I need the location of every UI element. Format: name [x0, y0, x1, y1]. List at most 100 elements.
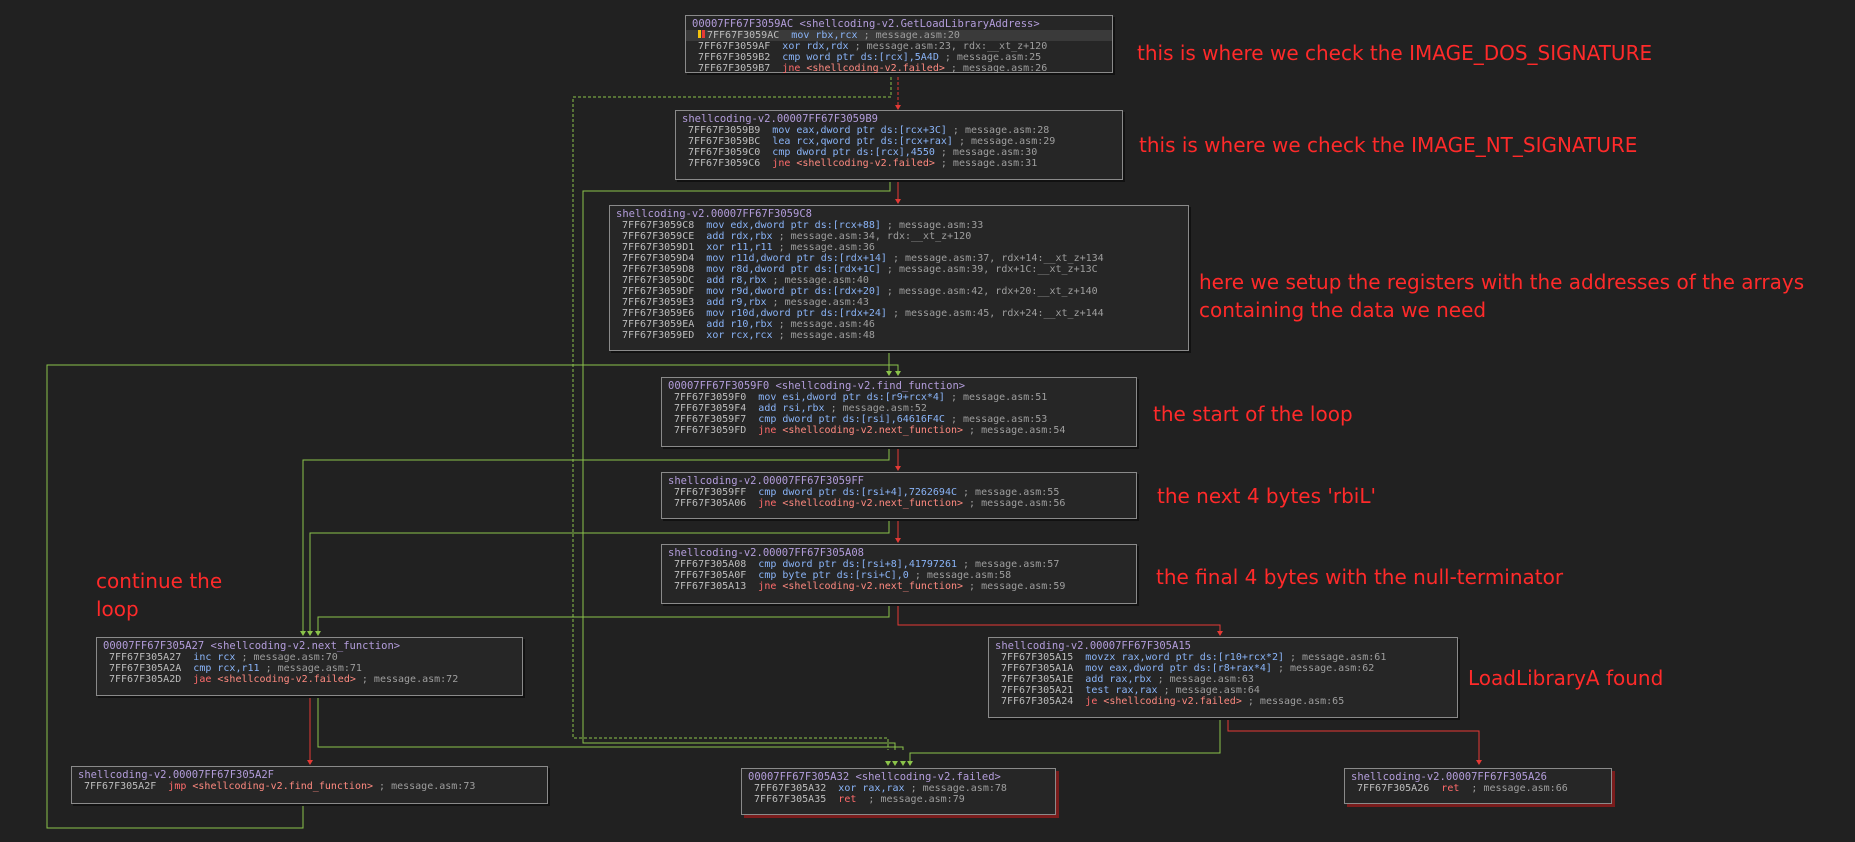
instruction-row[interactable]: 7FF67F305A35 ret ; message.asm:79	[754, 794, 965, 805]
instruction-row[interactable]: 7FF67F305A26 ret ; message.asm:66	[1357, 783, 1568, 794]
annotation-nt-signature: this is where we check the IMAGE_NT_SIGN…	[1139, 133, 1638, 157]
instruction-row[interactable]: 7FF67F305A08 cmp dword ptr ds:[rsi+8],41…	[674, 559, 1060, 570]
block-label: shellcoding-v2.00007FF67F3059B9	[682, 113, 878, 125]
instruction-row[interactable]: 7FF67F3059AF xor rdx,rdx ; message.asm:2…	[698, 41, 1048, 52]
arrow-head	[895, 105, 901, 110]
arrow-head	[300, 631, 306, 636]
instruction-row[interactable]: 7FF67F3059C0 cmp dword ptr ds:[rcx],4550…	[688, 147, 1038, 158]
edge-b5-next	[309, 518, 890, 634]
block-next-function[interactable]: 00007FF67F305A27 <shellcoding-v2.next_fu…	[96, 637, 523, 696]
edge-b6-next	[317, 603, 890, 634]
arrow-head	[885, 761, 891, 766]
arrow-head	[307, 631, 313, 636]
edge-b6-b8	[897, 603, 1221, 634]
arrow-head	[307, 760, 313, 765]
instruction-row[interactable]: 7FF67F305A21 test rax,rax ; message.asm:…	[1001, 685, 1260, 696]
block-label: shellcoding-v2.00007FF67F3059FF	[668, 475, 864, 487]
arrow-head	[315, 631, 321, 636]
block-check-next-bytes[interactable]: shellcoding-v2.00007FF67F3059FF 7FF67F30…	[661, 472, 1137, 519]
instruction-row[interactable]: 7FF67F305A06 jne <shellcoding-v2.next_fu…	[674, 498, 1066, 509]
block-label: 00007FF67F305A32 <shellcoding-v2.failed>	[748, 771, 1001, 783]
instruction-row[interactable]: 7FF67F3059BC lea rcx,qword ptr ds:[rcx+r…	[688, 136, 1056, 147]
arrow-head	[895, 538, 901, 543]
annotation-line: loop	[96, 597, 139, 621]
arrow-head	[895, 199, 901, 204]
arrow-head	[1476, 760, 1482, 765]
instruction-row[interactable]: 7FF67F305A1E add rax,rbx ; message.asm:6…	[1001, 674, 1254, 685]
instruction-row[interactable]: 7FF67F3059B9 mov eax,dword ptr ds:[rcx+3…	[688, 125, 1050, 136]
block-load-library-found[interactable]: shellcoding-v2.00007FF67F305A15 7FF67F30…	[988, 637, 1458, 718]
annotation-dos-signature: this is where we check the IMAGE_DOS_SIG…	[1137, 41, 1653, 65]
instruction-row[interactable]: 7FF67F3059FF cmp dword ptr ds:[rsi+4],72…	[674, 487, 1060, 498]
instruction-row[interactable]: 7FF67F3059E3 add r9,rbx ; message.asm:43	[622, 297, 869, 308]
instruction-row[interactable]: 7FF67F305A2F jmp <shellcoding-v2.find_fu…	[84, 781, 476, 792]
instruction-row[interactable]: 7FF67F3059F7 cmp dword ptr ds:[rsi],6461…	[674, 414, 1048, 425]
block-return-found[interactable]: shellcoding-v2.00007FF67F305A26 7FF67F30…	[1344, 768, 1612, 804]
instruction-row[interactable]: 7FF67F3059FD jne <shellcoding-v2.next_fu…	[674, 425, 1066, 436]
arrow-head	[895, 466, 901, 471]
edge-ff-next	[302, 446, 890, 634]
annotation-load-library-found: LoadLibraryA found	[1468, 666, 1664, 690]
annotation-line: continue the	[96, 569, 223, 593]
annotation-line: containing the data we need	[1199, 298, 1487, 322]
instruction-row[interactable]: 7FF67F305A0F cmp byte ptr ds:[rsi+C],0 ;…	[674, 570, 1012, 581]
instruction-row[interactable]: 7FF67F3059D1 xor r11,r11 ; message.asm:3…	[622, 242, 875, 253]
annotation-line: here we setup the registers with the add…	[1199, 270, 1805, 294]
instruction-row[interactable]: 7FF67F305A13 jne <shellcoding-v2.next_fu…	[674, 581, 1066, 592]
instruction-row[interactable]: 7FF67F3059F4 add rsi,rbx ; message.asm:5…	[674, 403, 927, 414]
block-label: shellcoding-v2.00007FF67F305A26	[1351, 771, 1547, 783]
instruction-row[interactable]: 7FF67F305A1A mov eax,dword ptr ds:[r8+ra…	[1001, 663, 1375, 674]
block-label: 00007FF67F3059F0 <shellcoding-v2.find_fu…	[668, 380, 966, 392]
instruction-row[interactable]: 7FF67F3059D8 mov r8d,dword ptr ds:[rdx+1…	[622, 264, 1098, 275]
block-find-function[interactable]: 00007FF67F3059F0 <shellcoding-v2.find_fu…	[661, 377, 1137, 447]
instruction-row[interactable]: 7FF67F3059C8 mov edx,dword ptr ds:[rcx+8…	[622, 220, 984, 231]
instruction-row[interactable]: 7FF67F3059B7 jne <shellcoding-v2.failed>…	[698, 63, 1048, 74]
arrow-head	[886, 371, 892, 376]
annotation-continue-loop: continue the loop	[96, 567, 222, 623]
instruction-row[interactable]: 7FF67F3059EA add r10,rbx ; message.asm:4…	[622, 319, 875, 330]
instruction-row[interactable]: 7FF67F3059ED xor rcx,rcx ; message.asm:4…	[622, 330, 875, 341]
edge-b8-fail	[909, 717, 1221, 764]
block-check-nt-signature[interactable]: shellcoding-v2.00007FF67F3059B9 7FF67F30…	[675, 110, 1123, 180]
arrow-head	[892, 761, 898, 766]
instruction-row[interactable]: 7FF67F3059DC add r8,rbx ; message.asm:40	[622, 275, 869, 286]
block-jump-find-function[interactable]: shellcoding-v2.00007FF67F305A2F 7FF67F30…	[71, 766, 548, 804]
block-setup-registers[interactable]: shellcoding-v2.00007FF67F3059C8 7FF67F30…	[609, 205, 1189, 351]
instruction-row[interactable]: 7FF67F3059E6 mov r10d,dword ptr ds:[rdx+…	[622, 308, 1104, 319]
instruction-row[interactable]: 7FF67F305A27 inc rcx ; message.asm:70	[109, 652, 338, 663]
edge-loop-back	[46, 364, 899, 829]
annotation-next-bytes: the next 4 bytes 'rbiL'	[1157, 484, 1376, 508]
arrow-head	[907, 761, 913, 766]
block-failed[interactable]: 00007FF67F305A32 <shellcoding-v2.failed>…	[741, 768, 1056, 815]
instruction-row[interactable]: 7FF67F3059CE add rdx,rbx ; message.asm:3…	[622, 231, 972, 242]
instruction-row[interactable]: 7FF67F3059C6 jne <shellcoding-v2.failed>…	[688, 158, 1038, 169]
instruction-row[interactable]: 7FF67F3059DF mov r9d,dword ptr ds:[rdx+2…	[622, 286, 1098, 297]
annotation-loop-start: the start of the loop	[1153, 402, 1353, 426]
instruction-row[interactable]: 7FF67F305A15 movzx rax,word ptr ds:[r10+…	[1001, 652, 1387, 663]
edge-b7-fail	[317, 695, 904, 750]
instruction-row[interactable]: 7FF67F3059B2 cmp word ptr ds:[rcx],5A4D …	[698, 52, 1042, 63]
instruction-row[interactable]: 7FF67F305A2D jae <shellcoding-v2.failed>…	[109, 674, 459, 685]
arrow-head	[1217, 631, 1223, 636]
block-label: shellcoding-v2.00007FF67F305A2F	[78, 769, 274, 781]
instruction-row[interactable]: 7FF67F305A2A cmp rcx,r11 ; message.asm:7…	[109, 663, 362, 674]
instruction-row[interactable]: 7FF67F305A24 je <shellcoding-v2.failed> …	[1001, 696, 1345, 707]
edge-b8-b11	[1227, 717, 1480, 763]
instruction-row[interactable]: 7FF67F3059AC mov rbx,rcx ; message.asm:2…	[686, 30, 1112, 41]
block-check-final-bytes[interactable]: shellcoding-v2.00007FF67F305A08 7FF67F30…	[661, 544, 1137, 604]
instruction-row[interactable]: 7FF67F3059F0 mov esi,dword ptr ds:[r9+rc…	[674, 392, 1048, 403]
block-label: 00007FF67F305A27 <shellcoding-v2.next_fu…	[103, 640, 401, 652]
block-label: shellcoding-v2.00007FF67F305A15	[995, 640, 1191, 652]
arrow-head	[895, 371, 901, 376]
block-get-load-library-address[interactable]: 00007FF67F3059AC <shellcoding-v2.GetLoad…	[685, 15, 1113, 74]
current-ip-icon	[702, 30, 705, 38]
block-label: shellcoding-v2.00007FF67F3059C8	[616, 208, 812, 220]
breakpoint-icon	[698, 30, 701, 38]
instruction-row[interactable]: 7FF67F305A32 xor rax,rax ; message.asm:7…	[754, 783, 1007, 794]
block-label: shellcoding-v2.00007FF67F305A08	[668, 547, 864, 559]
annotation-final-bytes: the final 4 bytes with the null-terminat…	[1156, 565, 1564, 589]
block-label: 00007FF67F3059AC <shellcoding-v2.GetLoad…	[692, 18, 1040, 30]
annotation-setup-registers: here we setup the registers with the add…	[1199, 268, 1804, 324]
instruction-row[interactable]: 7FF67F3059D4 mov r11d,dword ptr ds:[rdx+…	[622, 253, 1104, 264]
